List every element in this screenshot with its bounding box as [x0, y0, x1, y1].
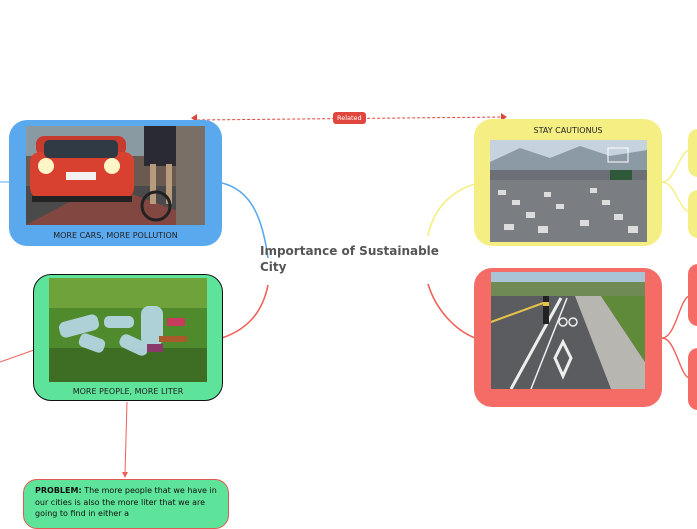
problem-note[interactable]: PROBLEM: The more people that we have in…	[23, 479, 229, 529]
node-right-red-1[interactable]	[688, 264, 697, 326]
node-right-yellow-1[interactable]	[688, 129, 697, 177]
node-more-cars[interactable]: MORE CARS, MORE POLLUTION	[9, 120, 222, 246]
node-bike-lane[interactable]	[474, 268, 662, 407]
link-bike-lane-right	[661, 295, 691, 379]
image-littered-grass	[49, 278, 207, 382]
link-problem-arrow	[122, 472, 128, 478]
image-highway-traffic	[490, 140, 647, 242]
link-cautious-right	[661, 149, 691, 213]
link-central-to-cautious	[427, 183, 476, 237]
caption-more-people: MORE PEOPLE, MORE LITER	[72, 387, 184, 396]
link-people-left	[0, 349, 35, 363]
node-more-people[interactable]: MORE PEOPLE, MORE LITER	[33, 274, 223, 401]
node-right-red-2[interactable]	[688, 348, 697, 410]
caption-more-cars: MORE CARS, MORE POLLUTION	[53, 231, 178, 240]
node-stay-cautious[interactable]: STAY CAUTIONUS	[474, 119, 662, 246]
link-central-to-cars	[221, 182, 269, 259]
link-people-to-problem	[124, 401, 128, 475]
caption-stay-cautious: STAY CAUTIONUS	[533, 126, 603, 135]
link-central-to-people	[221, 284, 269, 339]
problem-label: PROBLEM:	[35, 486, 82, 495]
image-bike-lane-road	[491, 272, 645, 389]
related-label[interactable]: Related	[333, 112, 366, 124]
image-car-and-cyclist	[26, 126, 205, 225]
node-right-yellow-2[interactable]	[688, 190, 697, 238]
problem-text: The more people that we have in our citi…	[35, 486, 217, 518]
central-topic[interactable]: Importance of Sustainable City	[260, 244, 439, 274]
link-central-to-bike-lane	[427, 283, 476, 339]
